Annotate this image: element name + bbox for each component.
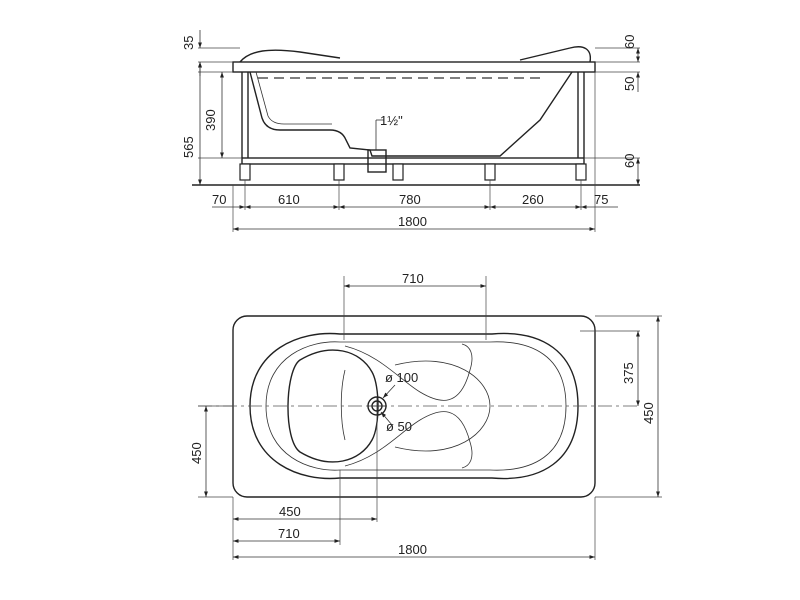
dim-side-total: 1800 xyxy=(398,214,427,229)
dim-left-height: 450 xyxy=(189,442,204,464)
frame-rail xyxy=(241,157,585,165)
dim-right-outer: 450 xyxy=(641,402,656,424)
drain-outer-diameter: ø 100 xyxy=(385,370,418,385)
dim-bottom-c: 780 xyxy=(399,192,421,207)
dim-right-bottom: 60 xyxy=(622,154,637,168)
tub-outline xyxy=(232,315,596,498)
dim-bottom-basin-offset: 710 xyxy=(278,526,300,541)
dim-bottom-b: 610 xyxy=(278,192,300,207)
inner-basin xyxy=(249,332,579,480)
dim-rim-height: 35 xyxy=(181,36,196,50)
tub-body xyxy=(249,71,573,157)
drain-size-label: 1½" xyxy=(380,113,403,128)
tub-rim xyxy=(232,61,596,73)
dim-top-total: 1800 xyxy=(398,542,427,557)
dim-bottom-a: 70 xyxy=(212,192,226,207)
basin-floor xyxy=(287,349,379,463)
dim-right-mid: 50 xyxy=(622,77,637,91)
top-view: ø 100 ø 50 710 375 450 450 450 710 1800 xyxy=(189,271,662,560)
side-view: 1½" 35 390 565 60 50 60 xyxy=(181,30,640,232)
dim-right-inner: 375 xyxy=(621,362,636,384)
frame-legs xyxy=(239,163,587,181)
drain-outlet xyxy=(367,149,387,173)
dim-total-height: 565 xyxy=(181,136,196,158)
headrest-left xyxy=(239,49,341,63)
dim-bottom-e: 75 xyxy=(594,192,608,207)
dim-depth: 390 xyxy=(203,109,218,131)
headrest-right xyxy=(519,46,592,63)
dim-bottom-drain-offset: 450 xyxy=(279,504,301,519)
drain-inner-diameter: ø 50 xyxy=(386,419,412,434)
dim-bottom-d: 260 xyxy=(522,192,544,207)
dim-top-width: 710 xyxy=(402,271,424,286)
dim-right-top: 60 xyxy=(622,35,637,49)
